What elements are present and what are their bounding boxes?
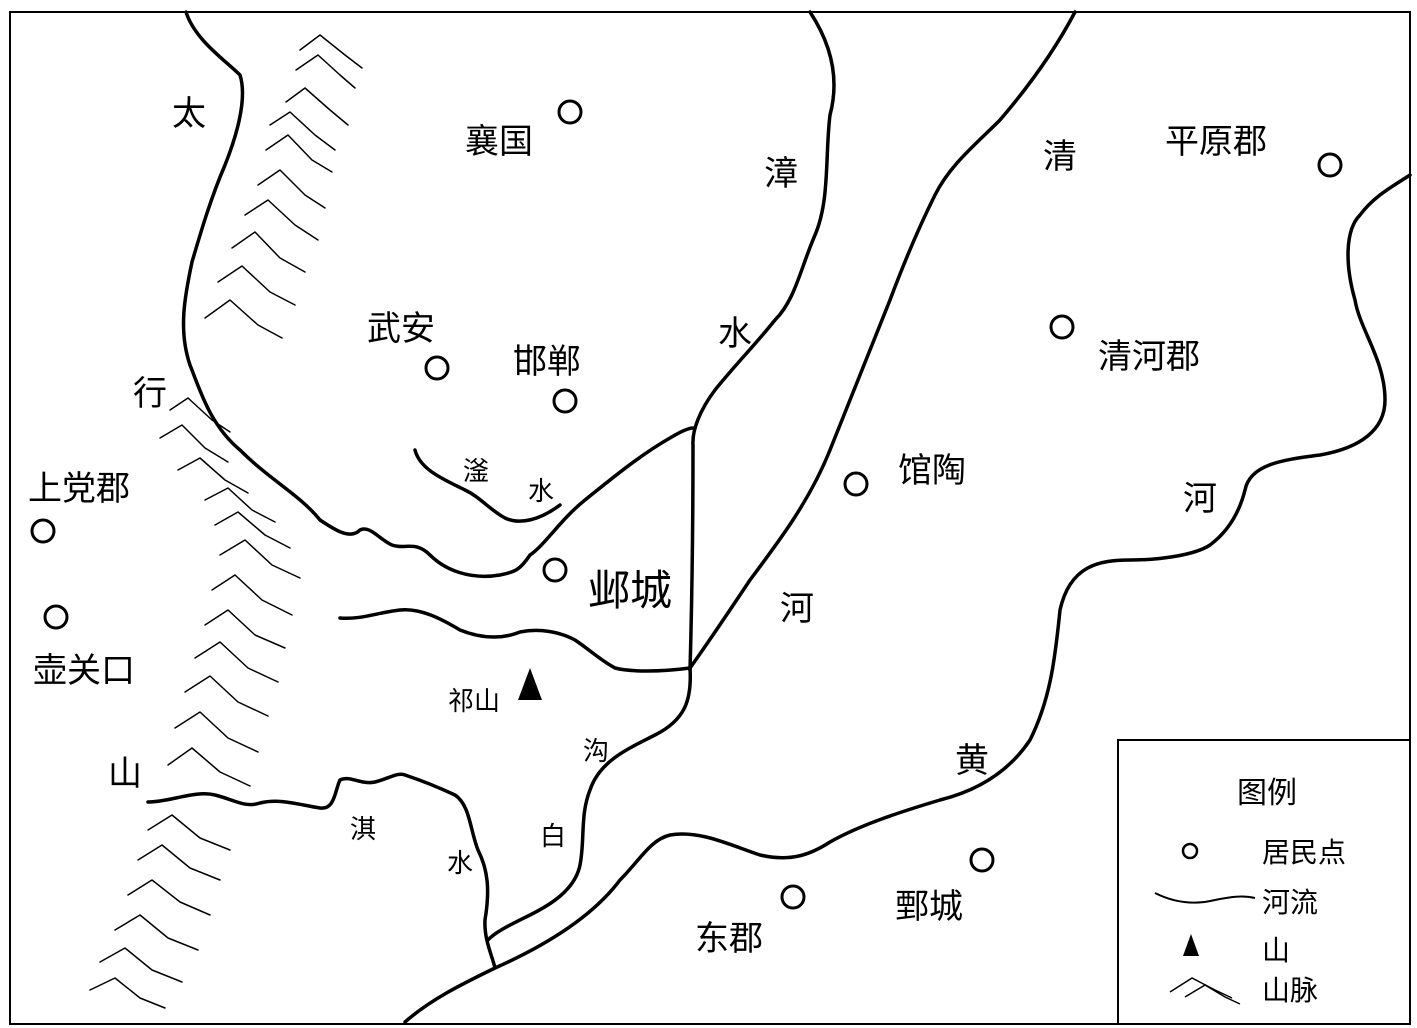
label-yecheng: 邺城 xyxy=(588,566,672,615)
baigou-river xyxy=(486,666,693,942)
northwest-river xyxy=(181,10,695,578)
map-frame xyxy=(9,11,1411,1025)
label-pingyuanjun: 平原郡 xyxy=(1165,122,1267,162)
legend-settlement-icon xyxy=(1181,842,1199,860)
settlement-shangdangjun xyxy=(30,518,56,544)
legend-mountain-range-label: 山脉 xyxy=(1262,974,1318,1007)
mountain-range-labels: 太 行 山 xyxy=(108,94,206,794)
label-handan: 邯郸 xyxy=(513,342,581,382)
legend: 图例 居民点 河流 山 山脉 xyxy=(1117,739,1411,1025)
label-qinghe-1: 清 xyxy=(1043,137,1077,177)
label-zhangshui-1: 漳 xyxy=(764,154,798,194)
label-huanghe-1: 黄 xyxy=(955,741,989,781)
place-labels: 襄国 武安 邯郸 邺城 馆陶 清河郡 平原郡 上党郡 壶关口 东郡 鄄城 祁山 xyxy=(28,122,1267,959)
qishan-mountain-icon xyxy=(518,668,542,700)
settlement-wuan xyxy=(424,355,450,381)
label-juancheng: 鄄城 xyxy=(895,887,963,927)
settlement-yecheng xyxy=(542,557,568,583)
label-zhangshui-2: 水 xyxy=(718,314,752,354)
label-fushui-1: 滏 xyxy=(463,457,489,487)
legend-river-label: 河流 xyxy=(1262,886,1318,919)
label-taihang-tai: 太 xyxy=(172,94,206,134)
qinghe-river xyxy=(688,10,1077,670)
label-shangdangjun: 上党郡 xyxy=(28,469,130,509)
zhangshui-river xyxy=(688,10,836,672)
legend-title: 图例 xyxy=(1237,776,1297,811)
label-xiangguo: 襄国 xyxy=(465,122,533,162)
settlement-handan xyxy=(552,388,578,414)
label-qinghe-2: 河 xyxy=(780,589,814,629)
legend-mountain-label: 山 xyxy=(1262,934,1290,967)
label-qishui-1: 淇 xyxy=(350,815,376,845)
rivers xyxy=(146,10,1412,1024)
settlement-juancheng xyxy=(969,847,995,873)
qishui-river xyxy=(146,772,497,970)
label-wuan: 武安 xyxy=(367,309,435,349)
label-guantao: 馆陶 xyxy=(898,451,966,491)
label-qishui-2: 水 xyxy=(447,849,473,879)
huanghe-river xyxy=(403,173,1412,1024)
settlement-dongjun xyxy=(780,884,806,910)
legend-mountain-range-icon xyxy=(1169,977,1241,1005)
label-dongjun: 东郡 xyxy=(695,919,763,959)
label-qishan: 祁山 xyxy=(448,687,500,717)
river-labels: 漳 水 滏 水 淇 水 白 沟 清 河 黄 河 xyxy=(350,137,1217,879)
fushui-river xyxy=(413,448,562,523)
label-fushui-2: 水 xyxy=(528,477,554,507)
label-huguankou: 壶关口 xyxy=(33,651,135,691)
label-huanghe-2: 河 xyxy=(1183,479,1217,519)
settlement-guantao xyxy=(843,471,869,497)
settlement-pingyuanjun xyxy=(1317,152,1343,178)
legend-box xyxy=(1117,739,1411,1025)
label-taihang-hang: 行 xyxy=(133,374,167,414)
mountain-range-strokes xyxy=(89,34,363,1009)
middle-river xyxy=(338,608,692,673)
legend-river-icon xyxy=(1154,892,1256,904)
settlement-huguankou xyxy=(43,604,69,630)
label-taihang-shan: 山 xyxy=(108,754,142,794)
legend-mountain-icon xyxy=(1183,934,1199,956)
label-baigou-2: 沟 xyxy=(583,737,609,767)
legend-settlement-label: 居民点 xyxy=(1262,836,1346,869)
label-qinghejun: 清河郡 xyxy=(1098,337,1200,377)
settlement-qinghejun xyxy=(1049,314,1075,340)
label-baigou-1: 白 xyxy=(540,822,566,852)
settlements xyxy=(30,99,1343,910)
settlement-xiangguo xyxy=(557,99,583,125)
